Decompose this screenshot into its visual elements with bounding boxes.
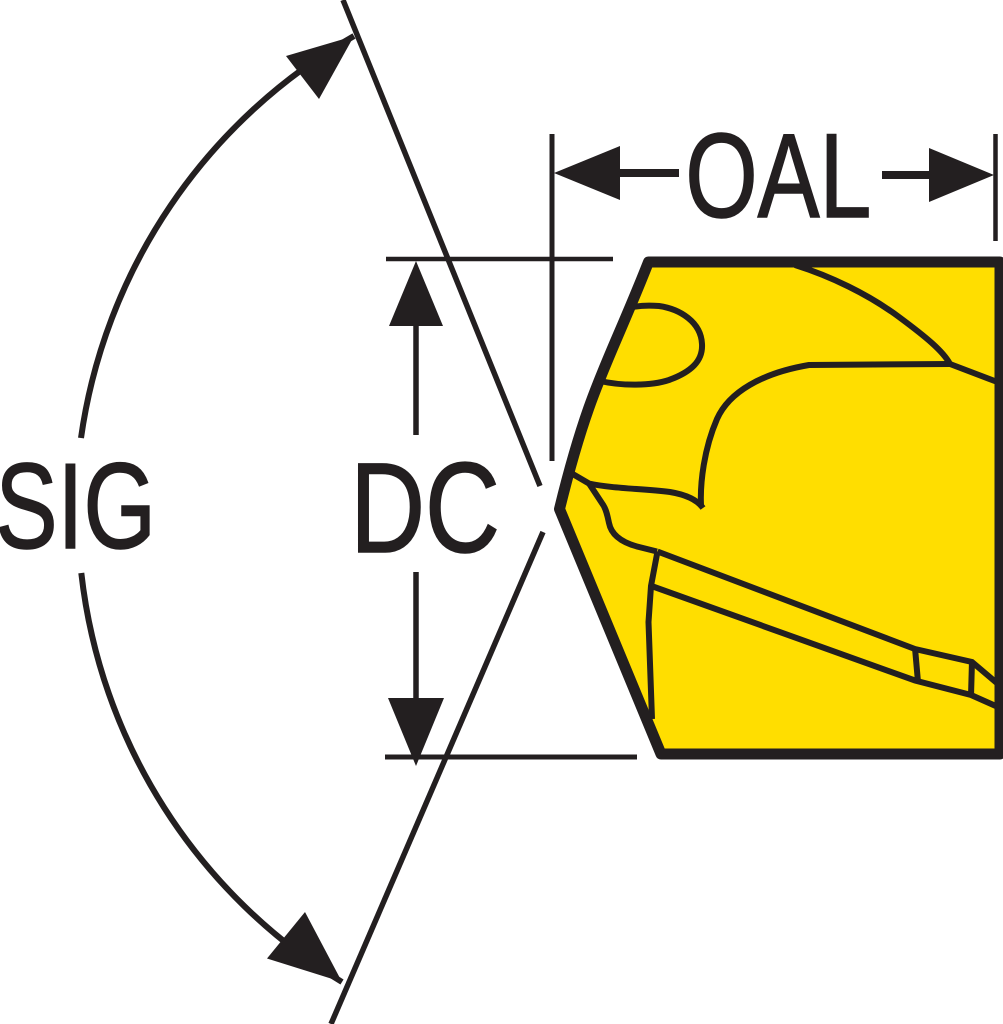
svg-text:DC: DC (350, 437, 500, 580)
svg-text:OAL: OAL (685, 109, 871, 243)
svg-text:SIG: SIG (0, 439, 156, 575)
